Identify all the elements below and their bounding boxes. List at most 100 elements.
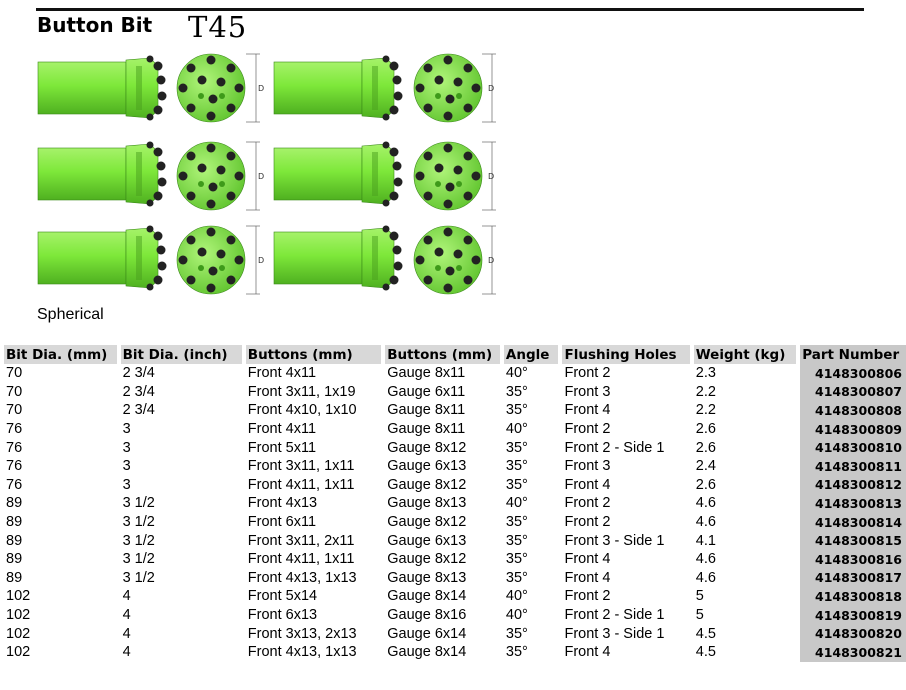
- cell-front-buttons: Front 3x13, 2x13: [243, 624, 386, 643]
- cell-bit-dia-inch: 3: [118, 475, 246, 495]
- cell-part-number: 4148300814: [798, 512, 906, 532]
- cell-bit-dia-mm: 102: [4, 587, 121, 606]
- cell-bit-dia-inch: 2 3/4: [118, 382, 246, 402]
- cell-angle: 35°: [501, 382, 563, 402]
- cell-weight: 2.6: [691, 419, 801, 439]
- cell-bit-dia-mm: 76: [4, 456, 121, 476]
- cell-front-buttons: Front 5x14: [243, 587, 386, 606]
- cell-bit-dia-inch: 4: [118, 605, 246, 625]
- dimension-label: D: [488, 256, 494, 265]
- cell-weight: 2.6: [691, 475, 801, 495]
- cell-angle: 40°: [501, 364, 563, 383]
- cell-part-number: 4148300811: [798, 456, 906, 476]
- col-header-flushing-holes: Flushing Holes: [560, 345, 694, 364]
- col-header-angle: Angle: [501, 345, 563, 364]
- cell-angle: 35°: [501, 568, 563, 588]
- cell-gauge-buttons: Gauge 8x12: [383, 475, 504, 495]
- cell-bit-dia-mm: 102: [4, 642, 121, 662]
- cell-flushing-holes: Front 4: [560, 642, 694, 662]
- cell-gauge-buttons: Gauge 8x12: [383, 438, 504, 457]
- col-header-bit-dia-inch: Bit Dia. (inch): [118, 345, 246, 364]
- cell-angle: 35°: [501, 456, 563, 476]
- cell-front-buttons: Front 4x13, 1x13: [243, 568, 386, 588]
- model-title: T45: [188, 10, 248, 44]
- cell-part-number: 4148300821: [798, 642, 906, 662]
- cell-angle: 40°: [501, 419, 563, 439]
- cell-part-number: 4148300819: [798, 605, 906, 625]
- cell-part-number: 4148300809: [798, 419, 906, 439]
- cell-angle: 35°: [501, 549, 563, 569]
- cell-angle: 40°: [501, 494, 563, 513]
- cell-bit-dia-mm: 70: [4, 364, 121, 383]
- cell-angle: 40°: [501, 605, 563, 625]
- cell-angle: 35°: [501, 642, 563, 662]
- cell-weight: 4.5: [691, 624, 801, 643]
- cell-part-number: 4148300816: [798, 549, 906, 569]
- cell-weight: 2.6: [691, 438, 801, 457]
- cell-angle: 35°: [501, 531, 563, 550]
- cell-flushing-holes: Front 3: [560, 382, 694, 402]
- cell-gauge-buttons: Gauge 8x13: [383, 568, 504, 588]
- cell-weight: 4.6: [691, 494, 801, 513]
- cell-bit-dia-mm: 76: [4, 475, 121, 495]
- cell-gauge-buttons: Gauge 8x12: [383, 549, 504, 569]
- cell-bit-dia-mm: 102: [4, 605, 121, 625]
- dimension-label: D: [258, 256, 264, 265]
- cell-bit-dia-mm: 76: [4, 438, 121, 457]
- cell-bit-dia-inch: 2 3/4: [118, 364, 246, 383]
- cell-flushing-holes: Front 2 - Side 1: [560, 605, 694, 625]
- cell-front-buttons: Front 4x11, 1x11: [243, 549, 386, 569]
- cell-gauge-buttons: Gauge 8x11: [383, 419, 504, 439]
- cell-part-number: 4148300813: [798, 494, 906, 513]
- dimension-label: D: [488, 172, 494, 181]
- cell-angle: 35°: [501, 475, 563, 495]
- cell-weight: 4.6: [691, 568, 801, 588]
- cell-gauge-buttons: Gauge 8x14: [383, 642, 504, 662]
- cell-flushing-holes: Front 3 - Side 1: [560, 531, 694, 550]
- cell-bit-dia-mm: 70: [4, 401, 121, 420]
- cell-gauge-buttons: Gauge 8x14: [383, 587, 504, 606]
- page-title: Button Bit: [37, 13, 153, 37]
- cell-front-buttons: Front 6x13: [243, 605, 386, 625]
- cell-weight: 2.2: [691, 382, 801, 402]
- cell-part-number: 4148300817: [798, 568, 906, 588]
- cell-bit-dia-inch: 2 3/4: [118, 401, 246, 420]
- cell-part-number: 4148300820: [798, 624, 906, 643]
- cell-flushing-holes: Front 3: [560, 456, 694, 476]
- cell-weight: 5: [691, 587, 801, 606]
- cell-front-buttons: Front 4x11: [243, 419, 386, 439]
- cell-bit-dia-mm: 70: [4, 382, 121, 402]
- cell-bit-dia-mm: 89: [4, 568, 121, 588]
- cell-bit-dia-mm: 89: [4, 531, 121, 550]
- cell-gauge-buttons: Gauge 6x14: [383, 624, 504, 643]
- table-header-row: Bit Dia. (mm) Bit Dia. (inch) Buttons (m…: [4, 345, 906, 364]
- cell-gauge-buttons: Gauge 6x13: [383, 456, 504, 476]
- cell-part-number: 4148300815: [798, 531, 906, 550]
- cell-weight: 2.2: [691, 401, 801, 420]
- cell-part-number: 4148300812: [798, 475, 906, 495]
- cell-front-buttons: Front 6x11: [243, 512, 386, 532]
- cell-weight: 4.6: [691, 549, 801, 569]
- dimension-label: D: [258, 172, 264, 181]
- cell-gauge-buttons: Gauge 8x13: [383, 494, 504, 513]
- cell-bit-dia-inch: 3: [118, 438, 246, 457]
- cell-part-number: 4148300807: [798, 382, 906, 402]
- cell-bit-dia-inch: 4: [118, 624, 246, 643]
- cell-flushing-holes: Front 2: [560, 587, 694, 606]
- cell-bit-dia-inch: 4: [118, 587, 246, 606]
- cell-bit-dia-mm: 89: [4, 494, 121, 513]
- cell-bit-dia-inch: 3 1/2: [118, 549, 246, 569]
- dimension-label: D: [258, 84, 264, 93]
- cell-front-buttons: Front 3x11, 1x11: [243, 456, 386, 476]
- cell-part-number: 4148300810: [798, 438, 906, 457]
- col-header-front-buttons: Buttons (mm): [243, 345, 386, 364]
